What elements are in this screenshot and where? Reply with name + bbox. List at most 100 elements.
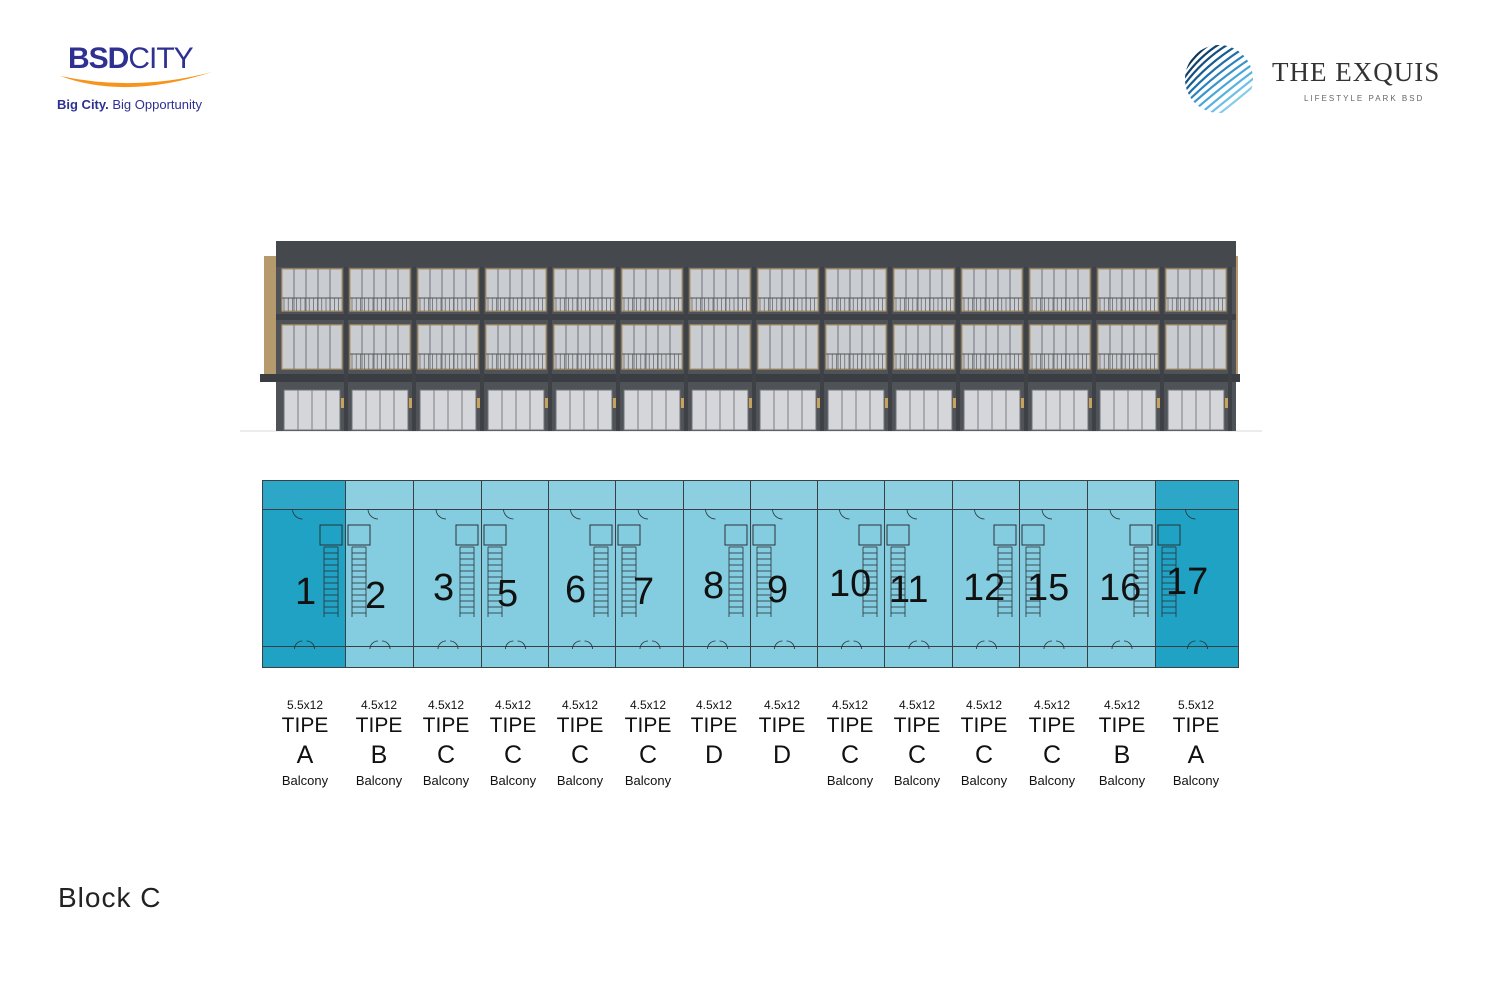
unit-plan-15[interactable]: 15 <box>1019 480 1088 668</box>
unit-number: 15 <box>1027 567 1070 609</box>
unit-rear-area <box>414 646 481 667</box>
unit-number: 3 <box>433 567 455 609</box>
unit-number: 17 <box>1166 561 1209 603</box>
unit-size: 4.5x12 <box>965 698 1003 712</box>
unit-plan-5[interactable]: 5 <box>481 480 549 668</box>
unit-rear-area <box>885 646 952 667</box>
unit-plan-16[interactable]: 16 <box>1087 480 1156 668</box>
unit-front-area <box>482 481 548 510</box>
stair-icon <box>483 508 526 650</box>
unit-number: 12 <box>963 567 1006 609</box>
unit-size: 4.5x12 <box>831 698 869 712</box>
unit-tipe-label: TIPE <box>893 714 941 737</box>
stair-icon <box>752 508 795 650</box>
unit-size: 4.5x12 <box>629 698 667 712</box>
unit-number: 11 <box>889 569 929 611</box>
unit-type: A <box>296 741 314 769</box>
unit-plan-3[interactable]: 3 <box>413 480 482 668</box>
unit-tipe-label: TIPE <box>826 714 874 737</box>
unit-front-area <box>414 481 481 510</box>
stair-icon <box>705 508 748 650</box>
exquis-emblem-icon <box>1185 45 1253 113</box>
unit-front-area <box>818 481 884 510</box>
unit-plan-11[interactable]: 11 <box>884 480 953 668</box>
stair-icon <box>886 508 930 650</box>
unit-size: 4.5x12 <box>763 698 801 712</box>
unit-rear-area <box>346 646 413 667</box>
unit-front-area <box>684 481 750 510</box>
unit-tipe-label: TIPE <box>690 714 738 737</box>
unit-size: 4.5x12 <box>1103 698 1141 712</box>
unit-balcony: Balcony <box>1172 773 1220 788</box>
unit-front-area <box>616 481 683 510</box>
bsd-swoosh-icon <box>60 72 212 88</box>
unit-rear-area <box>1020 646 1087 667</box>
stair-icon <box>347 508 391 650</box>
unit-rear-area <box>1088 646 1155 667</box>
bsd-tagline: Big City. Big Opportunity <box>57 97 202 112</box>
exquis-name: THE EXQUIS <box>1272 57 1441 87</box>
unit-tipe-label: TIPE <box>960 714 1008 737</box>
unit-type: A <box>1187 741 1205 769</box>
unit-plan-10[interactable]: 10 <box>817 480 885 668</box>
unit-rear-area <box>953 646 1019 667</box>
unit-balcony: Balcony <box>281 773 329 788</box>
unit-type: B <box>1113 741 1131 769</box>
unit-tipe-label: TIPE <box>355 714 403 737</box>
bsd-city-wordmark: BSDCITY <box>68 42 194 75</box>
unit-tipe-label: TIPE <box>624 714 672 737</box>
unit-plan-9[interactable]: 9 <box>750 480 818 668</box>
bsd-city-logo: BSDCITY Big City. Big Opportunity <box>56 42 226 118</box>
unit-type: C <box>638 741 658 769</box>
unit-size: 4.5x12 <box>494 698 532 712</box>
unit-balcony: Balcony <box>556 773 604 788</box>
the-exquis-logo: THE EXQUIS LIFESTYLE PARK BSD <box>1184 44 1464 116</box>
unit-balcony: Balcony <box>422 773 470 788</box>
unit-balcony: Balcony <box>355 773 403 788</box>
unit-tipe-label: TIPE <box>489 714 537 737</box>
unit-front-area <box>263 481 345 510</box>
unit-number: 7 <box>633 571 655 613</box>
unit-balcony: Balcony <box>960 773 1008 788</box>
unit-number: 8 <box>703 565 725 607</box>
unit-tipe-label: TIPE <box>556 714 604 737</box>
unit-front-area <box>953 481 1019 510</box>
unit-plan-1[interactable]: 1 <box>262 480 346 668</box>
unit-plan-2[interactable]: 2 <box>345 480 414 668</box>
unit-plan-6[interactable]: 6 <box>548 480 616 668</box>
unit-tipe-label: TIPE <box>1098 714 1146 737</box>
unit-type: D <box>704 741 724 769</box>
unit-type: C <box>1042 741 1062 769</box>
unit-type: C <box>840 741 860 769</box>
unit-balcony: Balcony <box>1098 773 1146 788</box>
unit-plan-17[interactable]: 17 <box>1155 480 1239 668</box>
unit-plan-7[interactable]: 7 <box>615 480 684 668</box>
unit-tipe-label: TIPE <box>758 714 806 737</box>
unit-number: 2 <box>365 575 387 617</box>
unit-balcony: Balcony <box>826 773 874 788</box>
unit-plan-12[interactable]: 12 <box>952 480 1020 668</box>
unit-front-area <box>1156 481 1238 510</box>
unit-tipe-label: TIPE <box>281 714 329 737</box>
unit-rear-area <box>263 646 345 667</box>
unit-rear-area <box>616 646 683 667</box>
unit-balcony: Balcony <box>893 773 941 788</box>
unit-number: 1 <box>295 571 317 613</box>
unit-front-area <box>751 481 817 510</box>
unit-plan-8[interactable]: 8 <box>683 480 751 668</box>
unit-rear-area <box>818 646 884 667</box>
exquis-subtitle: LIFESTYLE PARK BSD <box>1304 94 1425 103</box>
unit-size: 4.5x12 <box>695 698 733 712</box>
unit-tipe-label: TIPE <box>422 714 470 737</box>
unit-size: 4.5x12 <box>427 698 465 712</box>
unit-type: C <box>436 741 456 769</box>
